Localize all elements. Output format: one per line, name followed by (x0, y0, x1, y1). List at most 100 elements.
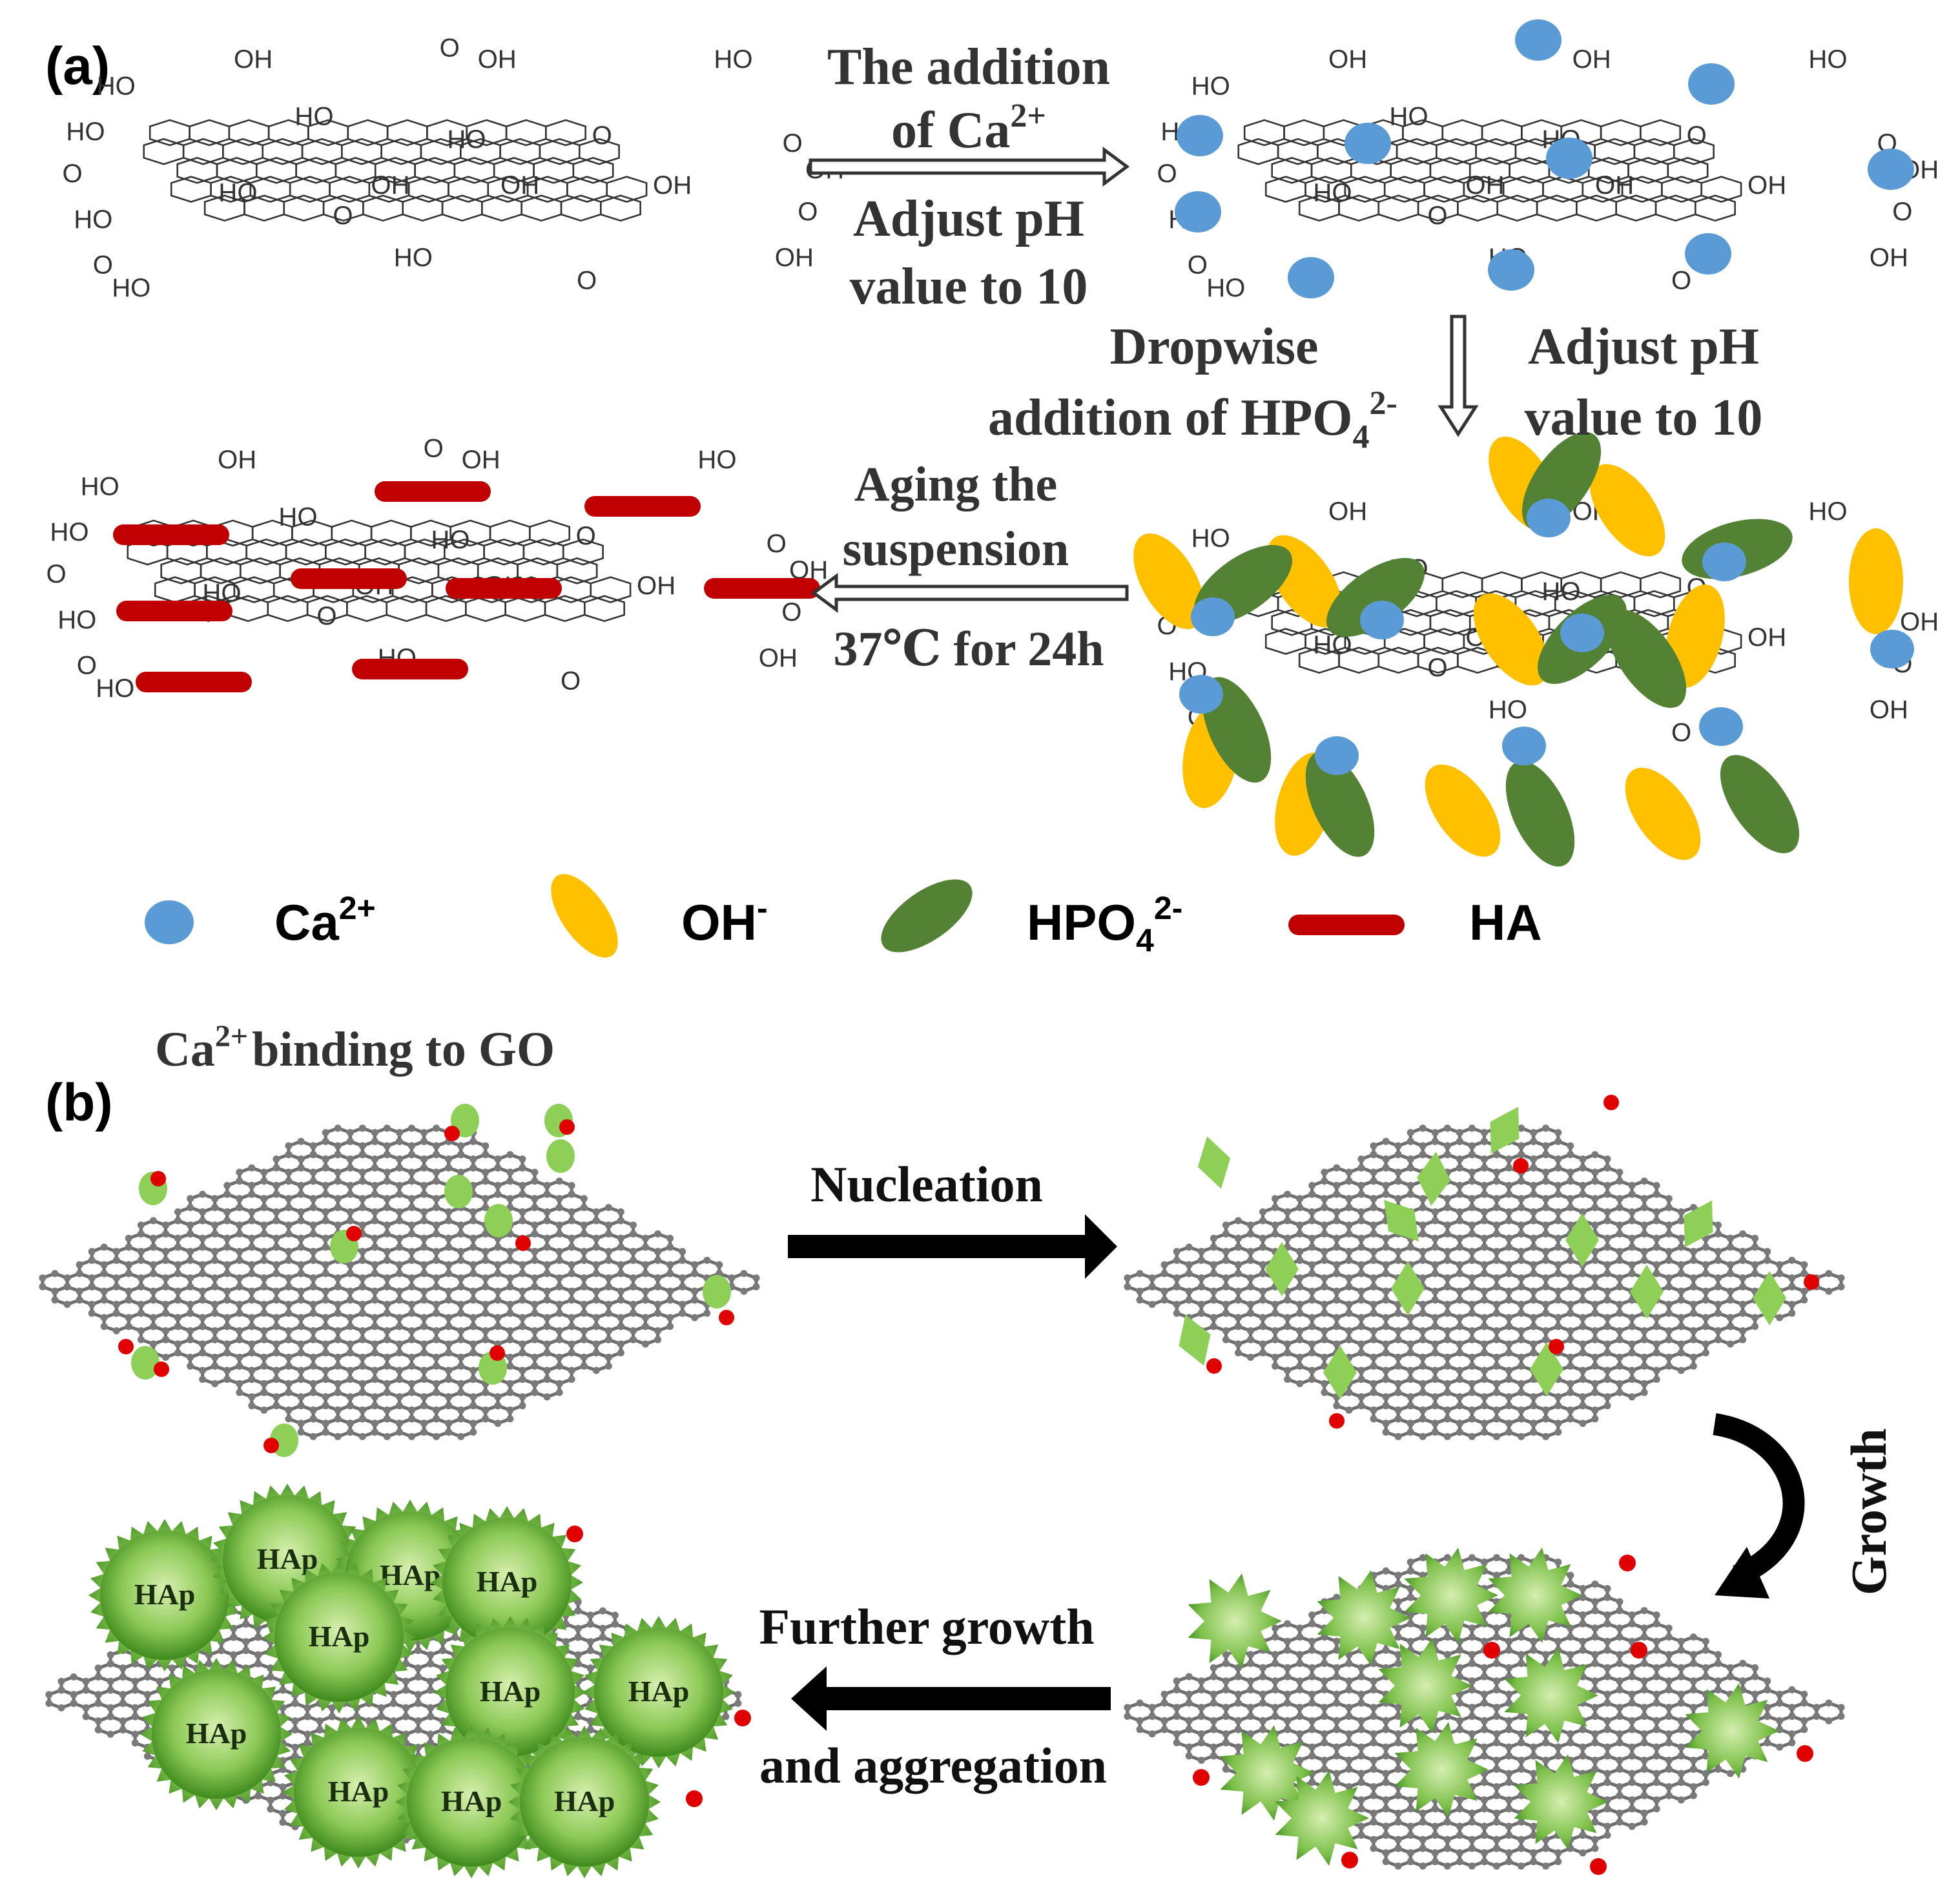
carbon-atom (112, 1327, 120, 1334)
carbon-atom (199, 1340, 207, 1348)
carbon-atom (1739, 1230, 1747, 1237)
carbon-atom (1751, 1261, 1759, 1268)
carbon-atom (260, 1309, 268, 1317)
carbon-atom (716, 1261, 723, 1268)
carbon-atom (1640, 1256, 1648, 1264)
carbon-atom (482, 1389, 490, 1396)
carbon-atom (1456, 1137, 1463, 1145)
carbon-atom (285, 1168, 293, 1176)
carbon-atom (285, 1380, 293, 1387)
carbon-atom (433, 1415, 440, 1423)
carbon-atom (531, 1177, 539, 1185)
carbon-atom (334, 1195, 342, 1203)
carbon-atom (1296, 1230, 1304, 1237)
carbon-atom (543, 1393, 551, 1401)
ca-ion (1685, 233, 1731, 274)
carbon-atom (396, 1261, 403, 1268)
carbon-atom (1567, 1221, 1574, 1229)
carbon-atom (1456, 1243, 1463, 1251)
carbon-atom (358, 1362, 366, 1370)
carbon-atom (1530, 1155, 1538, 1163)
carbon-atom (248, 1402, 256, 1409)
carbon-atom (1370, 1230, 1377, 1237)
carbon-atom (346, 1340, 354, 1348)
carbon-atom (162, 1283, 169, 1290)
functional-group-label: OH (1870, 243, 1908, 272)
carbon-atom (187, 1274, 194, 1282)
carbon-atom (1431, 1137, 1439, 1145)
carbon-atom (752, 1283, 760, 1290)
ha-rod (291, 568, 407, 589)
carbon-atom (236, 1248, 243, 1256)
carbon-atom (519, 1261, 526, 1268)
carbon-atom (1173, 1309, 1180, 1317)
carbon-atom (420, 1428, 428, 1436)
carbon-atom (408, 1248, 415, 1256)
functional-group-label: HO (1191, 71, 1230, 100)
carbon-atom (1640, 1230, 1648, 1237)
carbon-atom (1308, 1190, 1316, 1198)
carbon-atom (248, 1234, 256, 1242)
oxygen-atom (559, 1119, 575, 1135)
carbon-atom (1468, 1204, 1476, 1212)
carbon-atom (494, 1261, 502, 1268)
carbon-atom (88, 1309, 96, 1317)
carbon-atom (1247, 1283, 1254, 1290)
carbon-atom (703, 1256, 711, 1264)
carbon-atom (1677, 1287, 1685, 1295)
carbon-atom (654, 1248, 662, 1256)
carbon-atom (494, 1296, 502, 1304)
carbon-atom (1357, 1261, 1365, 1268)
legend: Ca2+ OH- HPO42- HA (145, 874, 1542, 958)
carbon-atom (149, 1296, 157, 1304)
carbon-atom (469, 1155, 477, 1163)
carbon-atom (445, 1340, 453, 1348)
carbon-atom (383, 1221, 391, 1229)
carbon-atom (1567, 1283, 1574, 1290)
carbon-atom (1481, 1270, 1488, 1278)
carbon-atom (1518, 1142, 1525, 1150)
step2-left2-sub: 4 (1353, 419, 1370, 455)
hpo4-ion (1326, 557, 1425, 637)
carbon-atom (1321, 1221, 1328, 1229)
carbon-atom (420, 1243, 428, 1251)
carbon-atom (1333, 1208, 1341, 1216)
carbon-atom (199, 1270, 207, 1278)
functional-group-label: HO (1191, 523, 1230, 552)
functional-group-label: OH (371, 171, 409, 200)
carbon-atom (1518, 1151, 1525, 1159)
carbon-atom (666, 1270, 674, 1278)
carbon-atom (445, 1234, 453, 1242)
carbon-atom (211, 1195, 219, 1203)
carbon-atom (1665, 1195, 1673, 1203)
carbon-atom (433, 1336, 440, 1343)
carbon-atom (1210, 1234, 1217, 1242)
carbon-atom (555, 1256, 563, 1264)
carbon-atom (334, 1301, 342, 1309)
carbon-atom (1407, 1129, 1414, 1137)
carbon-atom (1603, 1164, 1611, 1172)
carbon-atom (1321, 1204, 1328, 1212)
carbon-atom (1677, 1234, 1685, 1242)
carbon-atom (1493, 1301, 1500, 1309)
carbon-atom (1247, 1230, 1254, 1237)
carbon-atom (592, 1270, 600, 1278)
carbon-atom (248, 1182, 256, 1189)
carbon-atom (1468, 1221, 1476, 1229)
carbon-atom (1160, 1261, 1168, 1268)
carbon-atom (445, 1323, 453, 1330)
carbon-atom (420, 1155, 428, 1163)
functional-group-label: OH (1747, 623, 1786, 652)
carbon-atom (1345, 1221, 1353, 1229)
carbon-atom (1788, 1309, 1796, 1317)
carbon-atom (273, 1208, 280, 1216)
functional-group-label: HO (81, 471, 119, 501)
carbon-atom (396, 1314, 403, 1321)
carbon-atom (1443, 1151, 1451, 1159)
carbon-atom (396, 1296, 403, 1304)
carbon-atom (630, 1221, 637, 1229)
carbon-atom (506, 1336, 514, 1343)
carbon-atom (1333, 1287, 1341, 1295)
carbon-atom (1542, 1124, 1550, 1132)
carbon-atom (1542, 1168, 1550, 1176)
